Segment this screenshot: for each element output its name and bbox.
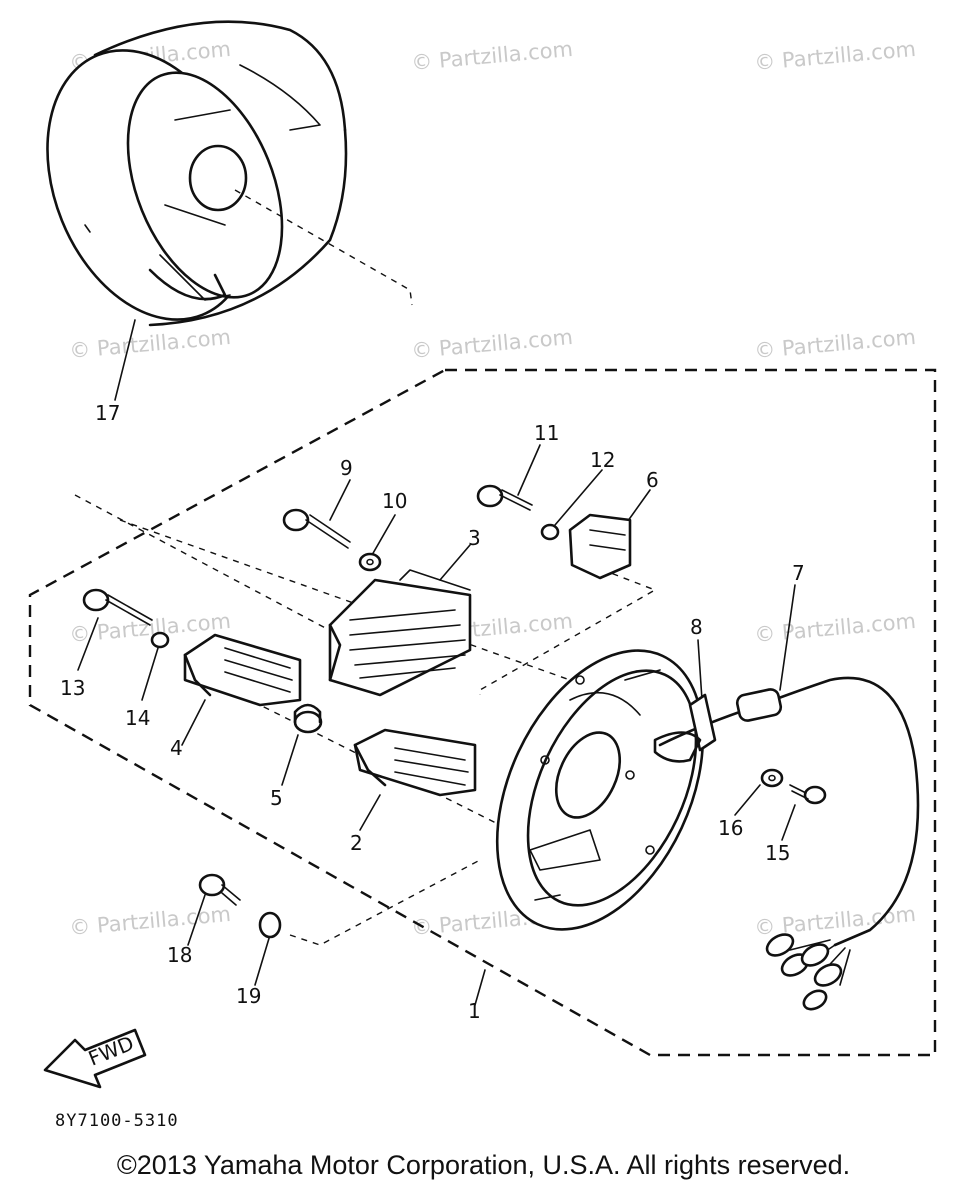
coil-3: [328, 569, 472, 697]
callout-15: 15: [765, 841, 790, 865]
wire-harness: [658, 676, 920, 1011]
washer-12: [540, 523, 560, 541]
callout-5: 5: [270, 786, 283, 810]
callout-6: 6: [646, 468, 659, 492]
watermark: © Partzilla.com: [753, 37, 917, 75]
diagram-code: 8Y7100-5310: [55, 1111, 179, 1131]
washers: [150, 523, 784, 939]
wire-clamp: [653, 693, 717, 763]
callout-10: 10: [382, 489, 407, 513]
screw-15: [789, 784, 827, 805]
watermark: © Partzilla.com: [753, 902, 917, 940]
callout-17: 17: [95, 401, 120, 425]
copyright-notice: ©2013 Yamaha Motor Corporation, U.S.A. A…: [116, 1150, 851, 1180]
callout-4: 4: [170, 736, 183, 760]
watermark: © Partzilla.com: [753, 325, 917, 363]
callout-1: 1: [468, 999, 481, 1023]
fwd-arrow-icon: FWD: [43, 1028, 147, 1089]
washer-16: [760, 768, 784, 788]
collar-5: [293, 703, 323, 734]
callout-3: 3: [468, 526, 481, 550]
washer-14: [150, 631, 170, 649]
callout-18: 18: [167, 943, 192, 967]
callout-12: 12: [590, 448, 615, 472]
callout-14: 14: [125, 706, 150, 730]
flywheel-rotor: [46, 20, 413, 327]
coil-4: [183, 633, 302, 707]
stator-plate: [495, 649, 705, 931]
watermark: © Partzilla.com: [68, 902, 232, 940]
watermark: © Partzilla.com: [753, 609, 917, 647]
callout-11: 11: [534, 421, 559, 445]
callout-2: 2: [350, 831, 363, 855]
watermark: © Partzilla.com: [68, 325, 232, 363]
callout-labels: 1 2 3 4 5 6 7 8 9 10 11 12 13 14 15 16 1…: [60, 401, 805, 1023]
watermark: © Partzilla.com: [410, 37, 574, 75]
callout-13: 13: [60, 676, 85, 700]
screw-11: [476, 484, 533, 511]
screws: [82, 484, 827, 906]
callout-9: 9: [340, 456, 353, 480]
washer-10: [358, 552, 382, 572]
screw-18: [198, 873, 241, 906]
assembly-boundary: [28, 368, 937, 1057]
callout-19: 19: [236, 984, 261, 1008]
watermark: © Partzilla.com: [410, 325, 574, 363]
callout-16: 16: [718, 816, 743, 840]
callout-8: 8: [690, 615, 703, 639]
callout-7: 7: [792, 561, 805, 585]
coil-2: [353, 728, 477, 797]
screw-9: [282, 508, 351, 549]
screw-13: [82, 588, 153, 626]
washer-19: [258, 911, 282, 939]
coil-6: [568, 513, 632, 580]
